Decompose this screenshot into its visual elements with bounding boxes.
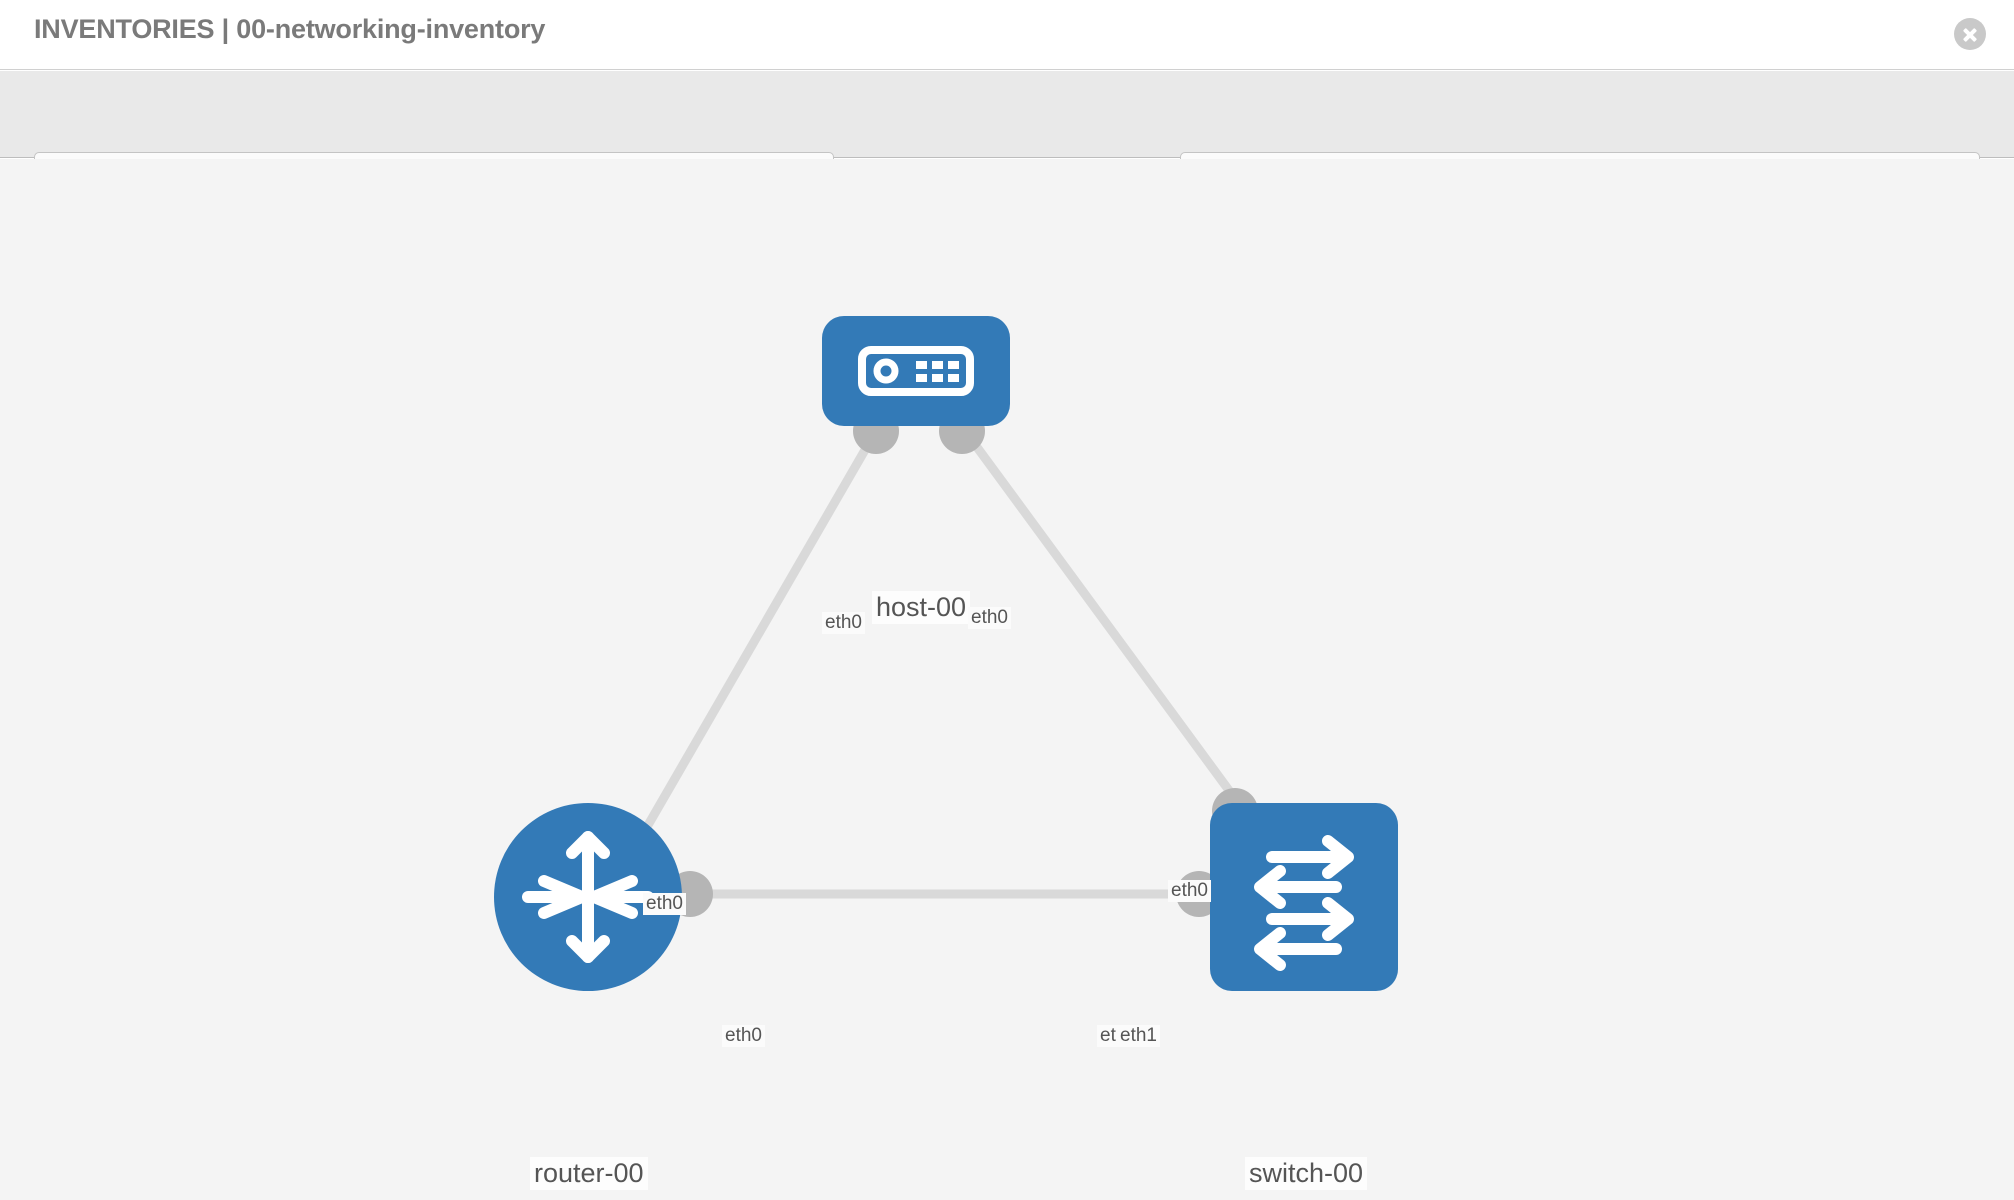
node-label-router-00: router-00: [530, 1157, 648, 1190]
iface-label-switch-west: eth1: [1117, 1025, 1160, 1047]
topology-node-host-00[interactable]: [822, 316, 1010, 426]
iface-label-host-right: eth0: [968, 607, 1011, 629]
iface-label-router-uplink: eth0: [643, 893, 686, 915]
router-icon: [522, 831, 654, 963]
page-header: INVENTORIES | 00-networking-inventory: [0, 0, 2014, 70]
iface-label-host-left: eth0: [822, 612, 865, 634]
topology-canvas[interactable]: host-00 eth0 eth0 router-00 eth0 eth0 sw…: [0, 159, 2014, 1200]
toolbar: ACTIONS SEARCH: [0, 71, 2014, 204]
node-label-host-00: host-00: [872, 591, 971, 624]
node-label-switch-00: switch-00: [1245, 1157, 1368, 1190]
iface-label-switch-uplink: eth0: [1168, 880, 1211, 902]
close-icon[interactable]: [1954, 18, 1986, 50]
link-host-switch: [956, 421, 1254, 822]
server-icon: [858, 346, 974, 396]
page-title: INVENTORIES | 00-networking-inventory: [34, 14, 546, 44]
switch-icon: [1254, 835, 1354, 971]
iface-label-router-east: eth0: [722, 1025, 765, 1047]
link-host-router: [636, 421, 884, 842]
topology-node-switch-00[interactable]: [1210, 803, 1398, 991]
